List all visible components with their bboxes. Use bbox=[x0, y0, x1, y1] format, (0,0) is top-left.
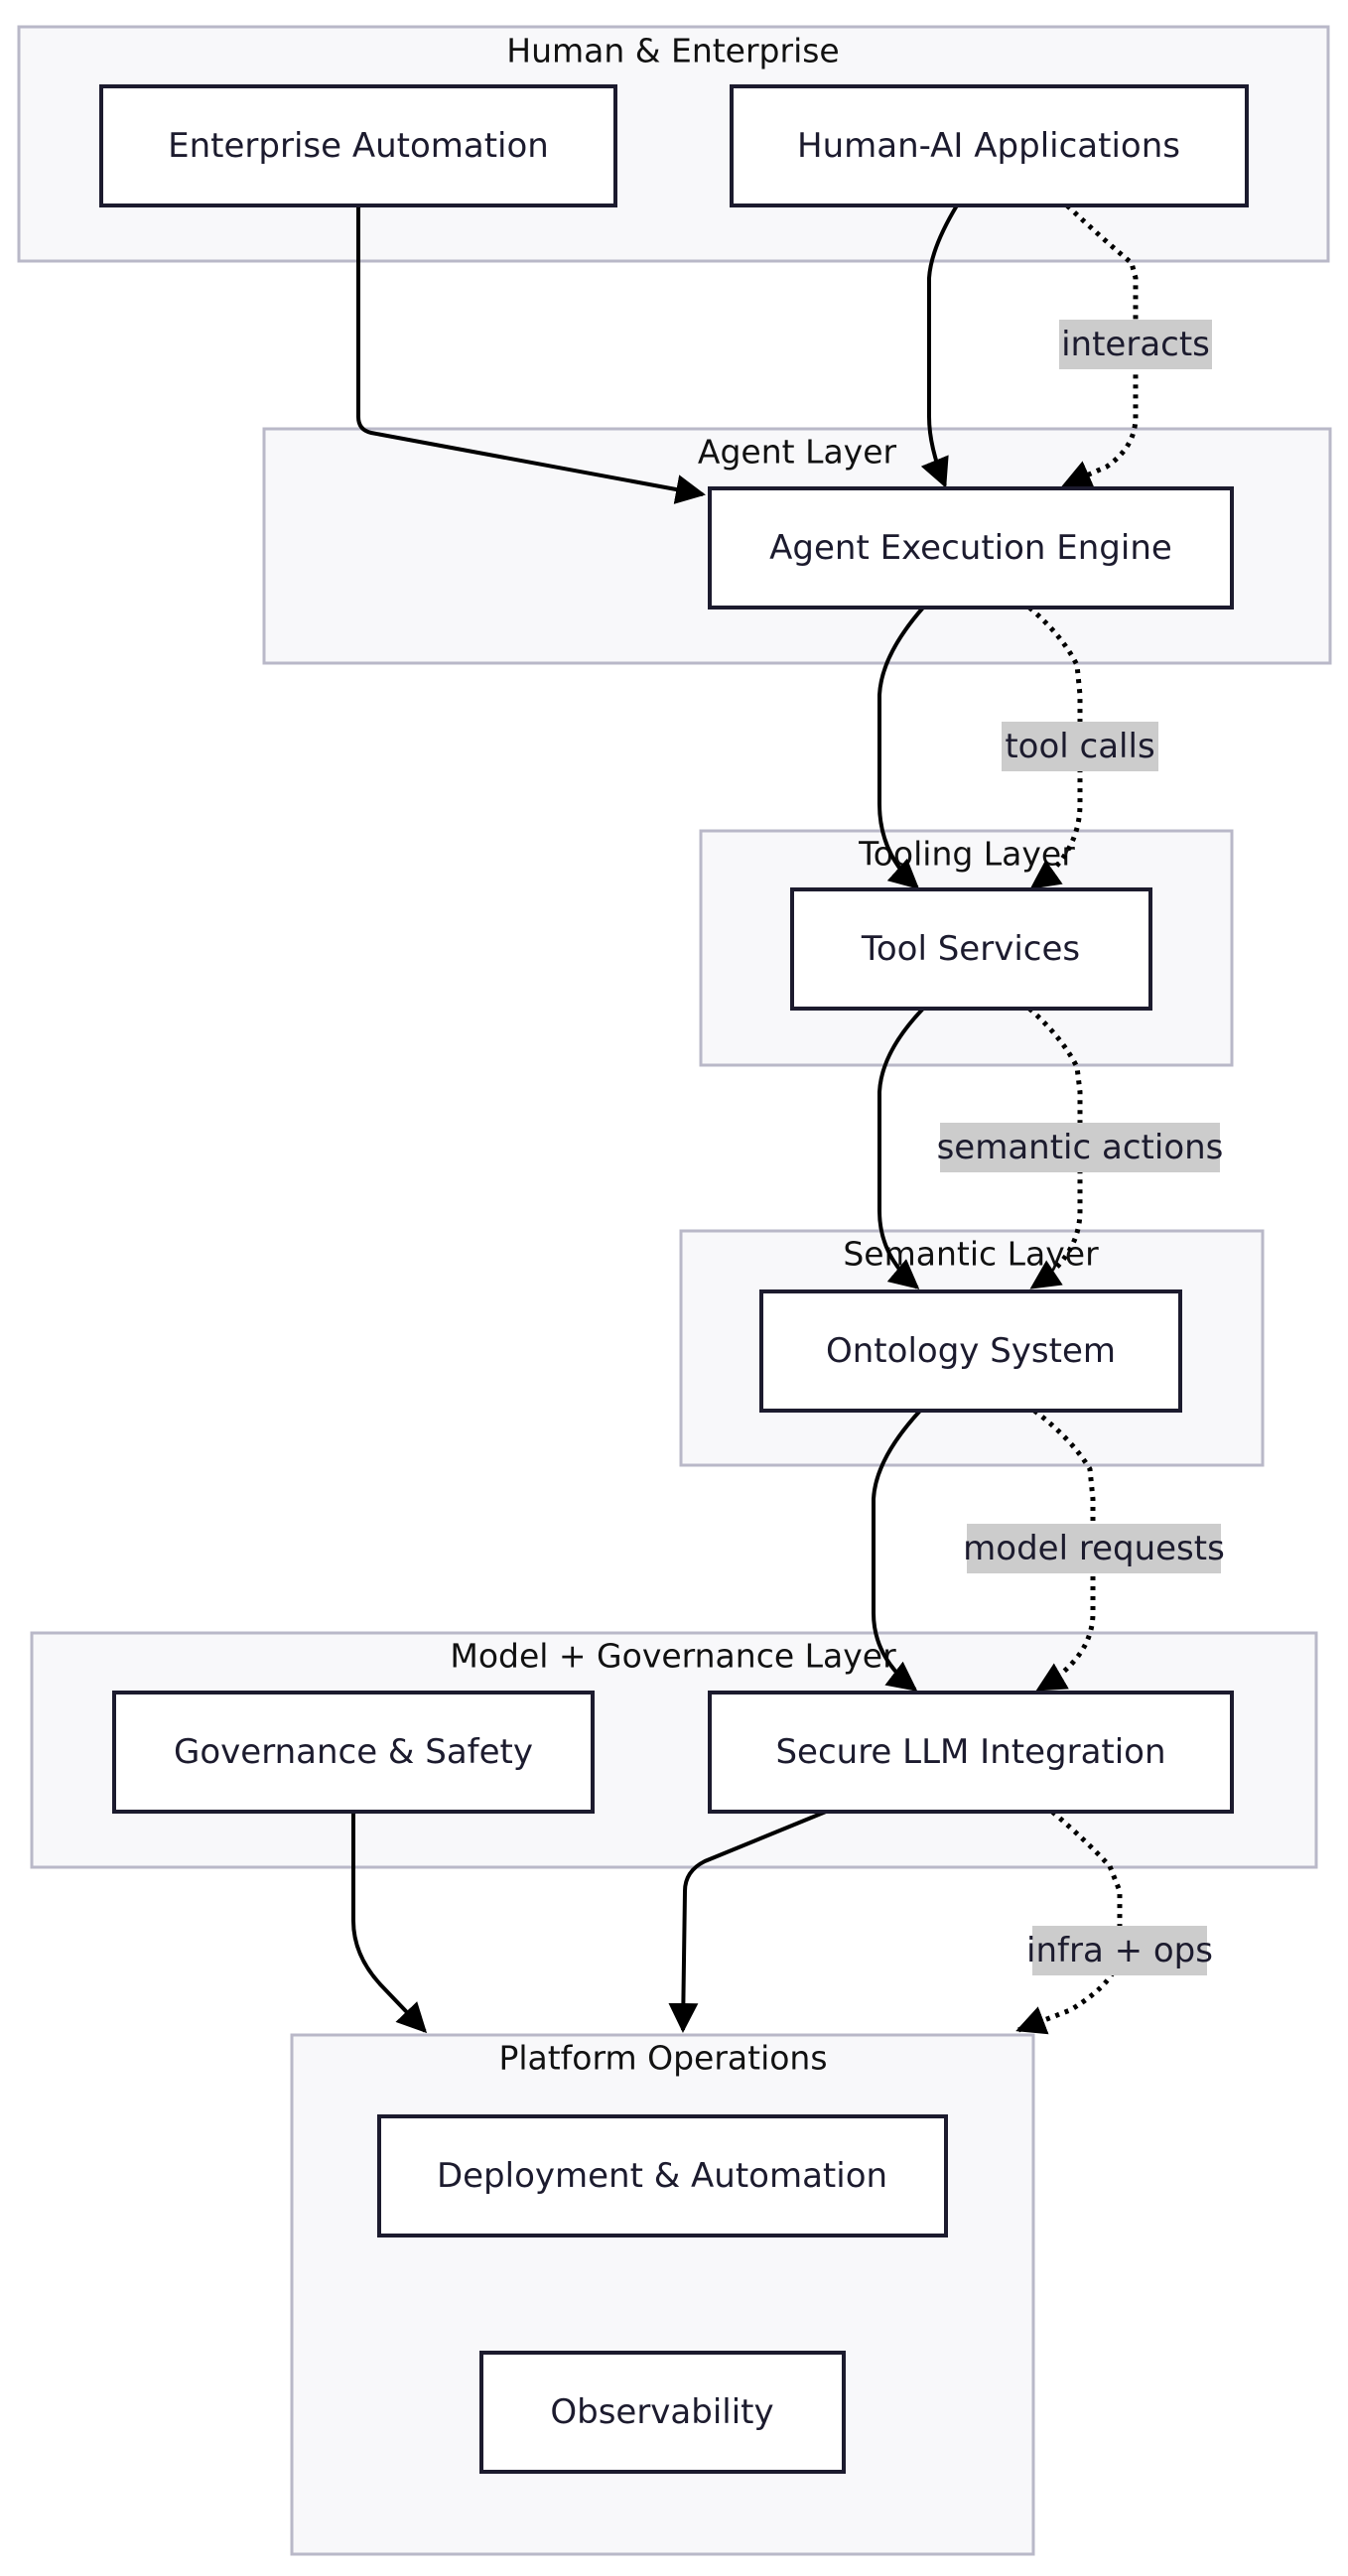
node-ontology-system: Ontology System bbox=[759, 1289, 1182, 1413]
node-human-ai-applications: Human-AI Applications bbox=[730, 84, 1249, 207]
group-title-platform-ops: Platform Operations bbox=[498, 2039, 827, 2078]
svg-text:infra + ops: infra + ops bbox=[1026, 1931, 1213, 1970]
edge-governance-to-platform bbox=[351, 1812, 428, 2034]
edge-ontology-to-llm bbox=[872, 1409, 922, 1692]
svg-text:semantic actions: semantic actions bbox=[937, 1128, 1224, 1167]
edge-label-infra-ops: infra + ops bbox=[1026, 1926, 1213, 1975]
svg-text:Human-AI Applications: Human-AI Applications bbox=[797, 126, 1180, 166]
svg-text:Governance & Safety: Governance & Safety bbox=[174, 1732, 533, 1772]
svg-text:Agent Execution Engine: Agent Execution Engine bbox=[769, 528, 1172, 568]
edge-tools-to-ontology bbox=[877, 1007, 925, 1289]
group-title-human-enterprise: Human & Enterprise bbox=[506, 32, 839, 70]
node-governance-safety: Governance & Safety bbox=[112, 1691, 595, 1814]
edge-label-tool-calls: tool calls bbox=[1002, 722, 1158, 771]
edge-enterprise-to-agent bbox=[356, 205, 706, 504]
node-tool-services: Tool Services bbox=[790, 887, 1152, 1011]
edge-llm-to-platform bbox=[668, 1810, 827, 2033]
node-observability: Observability bbox=[479, 2351, 846, 2474]
edge-label-model-requests: model requests bbox=[963, 1524, 1225, 1573]
svg-text:Enterprise Automation: Enterprise Automation bbox=[168, 126, 549, 166]
svg-text:Tool Services: Tool Services bbox=[861, 929, 1080, 969]
svg-text:Observability: Observability bbox=[550, 2392, 773, 2432]
edges-solid bbox=[351, 203, 959, 2034]
group-title-agent-layer: Agent Layer bbox=[698, 433, 897, 472]
edge-agent-to-tools bbox=[877, 606, 925, 890]
node-agent-execution-engine: Agent Execution Engine bbox=[708, 486, 1234, 610]
svg-text:Ontology System: Ontology System bbox=[826, 1331, 1116, 1371]
edge-label-semantic-actions: semantic actions bbox=[937, 1123, 1224, 1172]
svg-text:model requests: model requests bbox=[963, 1529, 1225, 1568]
svg-text:Secure LLM Integration: Secure LLM Integration bbox=[775, 1732, 1165, 1772]
node-deployment-automation: Deployment & Automation bbox=[377, 2114, 948, 2237]
node-enterprise-automation: Enterprise Automation bbox=[99, 84, 617, 207]
edge-model-requests bbox=[1032, 1409, 1096, 1693]
edge-label-interacts: interacts bbox=[1059, 320, 1212, 369]
group-platform-operations: Platform Operations bbox=[290, 2033, 1035, 2556]
node-secure-llm-integration: Secure LLM Integration bbox=[708, 1691, 1234, 1814]
edge-humanai-to-agent bbox=[920, 203, 959, 488]
svg-text:tool calls: tool calls bbox=[1005, 727, 1154, 766]
svg-text:Deployment & Automation: Deployment & Automation bbox=[437, 2156, 887, 2196]
group-title-semantic-layer: Semantic Layer bbox=[843, 1235, 1099, 1274]
svg-text:interacts: interacts bbox=[1061, 325, 1210, 364]
group-title-model-governance: Model + Governance Layer bbox=[450, 1637, 896, 1676]
edge-infra-ops bbox=[1015, 1810, 1123, 2035]
edge-tool-calls bbox=[1027, 606, 1083, 890]
